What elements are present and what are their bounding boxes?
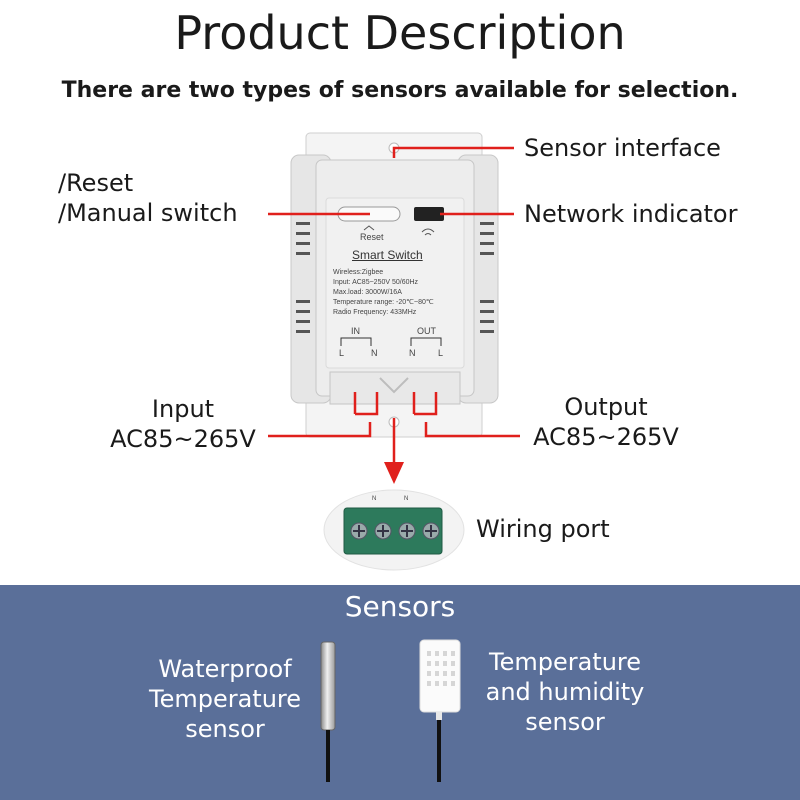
front-panel xyxy=(325,197,465,369)
sensor-illustrations xyxy=(320,639,461,782)
spec-line: Max.load: 3000W/16A xyxy=(333,289,402,296)
spec-line: Radio Frequency: 433MHz xyxy=(333,309,417,316)
waterproof-line1: Waterproof xyxy=(158,655,292,683)
network-indicator-led xyxy=(414,207,444,221)
th-line2: and humidity xyxy=(485,678,645,706)
reset-callout-line2: /Manual switch xyxy=(58,199,238,227)
terminal-block xyxy=(343,507,443,555)
port-terminal-n: N xyxy=(404,496,409,502)
th-line3: sensor xyxy=(525,708,605,736)
sensors-title: Sensors xyxy=(344,590,456,623)
sensors-panel xyxy=(0,585,800,800)
in-terminal-n: N xyxy=(371,348,378,358)
device-illustration xyxy=(268,132,520,571)
input-bracket xyxy=(353,392,379,416)
spec-line: Temperature range: -20℃~80℃ xyxy=(333,299,434,306)
sensor-interface-callout: Sensor interface xyxy=(524,134,721,162)
in-bracket xyxy=(340,337,372,346)
out-terminal-n: N xyxy=(409,348,416,358)
cover-arrow-icon xyxy=(379,377,409,394)
sensor-interface-line xyxy=(392,146,514,158)
output-line xyxy=(424,422,520,438)
wifi-icon xyxy=(421,228,435,236)
network-indicator-callout: Network indicator xyxy=(524,200,738,228)
input-callout: Input AC85~265V xyxy=(108,394,258,454)
output-callout-line1: Output xyxy=(564,393,648,421)
out-terminal-l: L xyxy=(438,348,444,358)
input-callout-line2: AC85~265V xyxy=(110,425,256,453)
waterproof-line3: sensor xyxy=(185,715,265,743)
reset-label: Reset xyxy=(360,232,384,242)
device-specs: Wireless:Zigbee Input: AC85~250V 50/60Hz… xyxy=(333,268,434,318)
output-callout-line2: AC85~265V xyxy=(533,423,679,451)
reset-callout: /Reset /Manual switch xyxy=(58,168,238,228)
out-bracket xyxy=(410,337,442,346)
input-callout-line1: Input xyxy=(151,395,215,423)
port-terminal-n: N xyxy=(372,496,377,502)
in-terminal-l: L xyxy=(339,348,345,358)
waterproof-probe-icon xyxy=(320,641,336,782)
right-vents xyxy=(480,222,494,333)
in-label: IN xyxy=(351,326,360,336)
out-label: OUT xyxy=(417,326,436,336)
input-line xyxy=(268,422,372,438)
page-subtitle: There are two types of sensors available… xyxy=(61,78,739,103)
device-name: Smart Switch xyxy=(352,248,423,262)
left-vents xyxy=(296,222,310,333)
bottom-cover xyxy=(329,371,461,405)
output-callout: Output AC85~265V xyxy=(526,392,686,452)
reset-callout-line1: /Reset xyxy=(58,169,134,197)
page-title: Product Description xyxy=(174,6,626,60)
th-sensor-label: Temperature and humidity sensor xyxy=(470,647,660,737)
screw-slots xyxy=(353,525,437,537)
output-bracket xyxy=(412,392,438,416)
waterproof-sensor-label: Waterproof Temperature sensor xyxy=(130,654,320,744)
reset-arrow-icon xyxy=(363,225,375,231)
waterproof-line2: Temperature xyxy=(148,685,302,713)
spec-line: Input: AC85~250V 50/60Hz xyxy=(333,279,419,286)
spec-line: Wireless:Zigbee xyxy=(333,269,384,276)
wiring-port-callout: Wiring port xyxy=(476,515,610,543)
terminal-screws xyxy=(350,522,440,540)
th-line1: Temperature xyxy=(488,648,642,676)
wiring-arrow-icon xyxy=(384,462,404,484)
th-sensor-icon xyxy=(419,639,461,782)
callout-lines xyxy=(268,146,520,466)
